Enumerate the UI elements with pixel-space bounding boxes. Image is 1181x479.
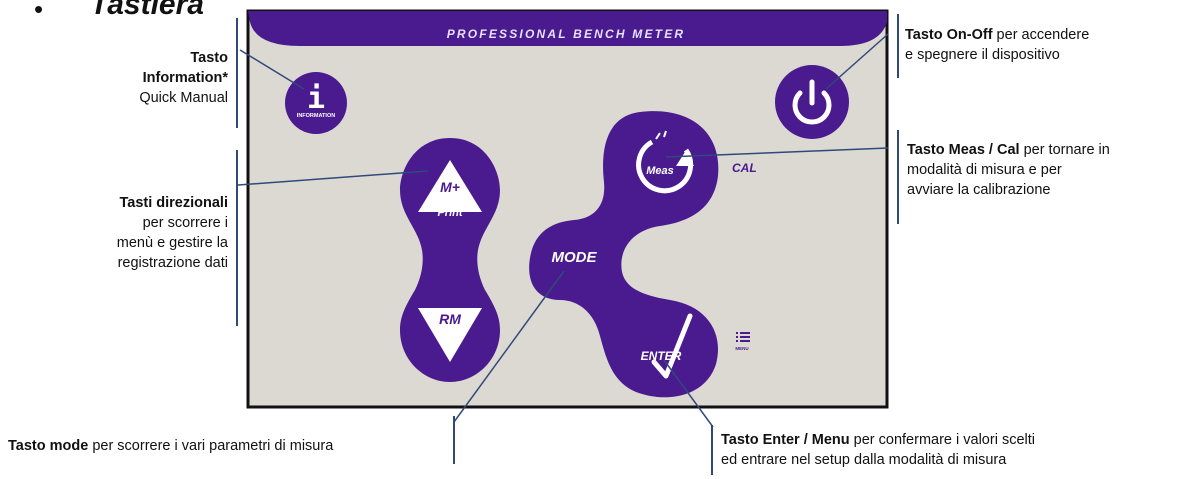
- direction-keys: [400, 138, 500, 382]
- onoff-annotation-text1: per accendere: [992, 27, 1090, 43]
- information-annotation-title: Tasto: [190, 50, 228, 66]
- meascal-annotation-bar: [897, 130, 899, 224]
- mode-annotation-bar: [453, 416, 455, 464]
- power-button[interactable]: [775, 65, 849, 139]
- direzionali-annotation-line1: per scorrere i: [142, 215, 228, 231]
- page-title: Tastiera: [90, 0, 204, 21]
- direzionali-annotation-bar: [236, 150, 238, 326]
- device-panel: [246, 9, 889, 409]
- meascal-annotation-text2: modalità di misura e per: [907, 162, 1062, 178]
- mode-annotation-text: per scorrere i vari parametri di misura: [88, 438, 334, 454]
- meas-label: Meas: [646, 165, 674, 177]
- information-annotation: Tasto Information* Quick Manual: [90, 48, 228, 108]
- direzionali-annotation: Tasti direzionali per scorrere i menù e …: [40, 193, 228, 273]
- enter-label: ENTER: [641, 349, 682, 363]
- meascal-annotation-text3: avviare la calibrazione: [907, 182, 1051, 198]
- up-button-label-bottom: Print: [437, 207, 463, 219]
- direzionali-annotation-title: Tasti direzionali: [119, 195, 228, 211]
- direzionali-annotation-line2: menù e gestire la: [116, 235, 228, 251]
- onoff-annotation-bar: [897, 14, 899, 78]
- header-band: [248, 11, 887, 46]
- information-annotation-text: Quick Manual: [139, 90, 228, 106]
- title-bullet: •: [34, 0, 44, 24]
- information-button-label: INFORMATION: [297, 113, 335, 119]
- cal-label: CAL: [732, 161, 757, 175]
- information-annotation-title-2: Information*: [142, 70, 228, 86]
- down-button-label: RM: [439, 311, 461, 327]
- power-icon: [792, 79, 832, 125]
- meascal-annotation-title: Tasto Meas / Cal: [907, 142, 1020, 158]
- information-annotation-bar: [236, 18, 238, 128]
- mode-annotation: Tasto mode per scorrere i vari parametri…: [8, 436, 333, 456]
- meascal-annotation: Tasto Meas / Cal per tornare in modalità…: [907, 140, 1110, 200]
- meas-button[interactable]: [636, 130, 694, 194]
- menu-label: MENU: [735, 346, 748, 351]
- onoff-annotation-text2: e spegnere il dispositivo: [905, 47, 1060, 63]
- onoff-annotation: Tasto On-Off per accendere e spegnere il…: [905, 25, 1089, 65]
- enter-annotation-text2: ed entrare nel setup dalla modalità di m…: [721, 452, 1007, 468]
- direzionali-annotation-line3: registrazione dati: [117, 255, 228, 271]
- mode-meas-enter-keys: [529, 111, 719, 398]
- enter-annotation-title: Tasto Enter / Menu: [721, 432, 850, 448]
- up-button-label-top: M+: [440, 179, 460, 195]
- enter-annotation-bar: [711, 425, 713, 475]
- mode-button[interactable]: MODE: [552, 249, 598, 266]
- information-button[interactable]: i INFORMATION: [285, 72, 347, 134]
- meascal-annotation-text1: per tornare in: [1019, 142, 1110, 158]
- enter-button[interactable]: [651, 313, 693, 379]
- up-arrow-button[interactable]: [418, 160, 482, 212]
- header-text: PROFESSIONAL BENCH METER: [447, 27, 686, 41]
- down-arrow-button[interactable]: [418, 308, 482, 362]
- pointer-lines: [237, 33, 889, 428]
- menu-icon: [736, 332, 750, 342]
- enter-annotation: Tasto Enter / Menu per confermare i valo…: [721, 430, 1035, 470]
- information-icon: i: [307, 81, 325, 116]
- enter-annotation-text1: per confermare i valori scelti: [849, 432, 1035, 448]
- onoff-annotation-title: Tasto On-Off: [905, 27, 993, 43]
- mode-annotation-title: Tasto mode: [8, 438, 89, 454]
